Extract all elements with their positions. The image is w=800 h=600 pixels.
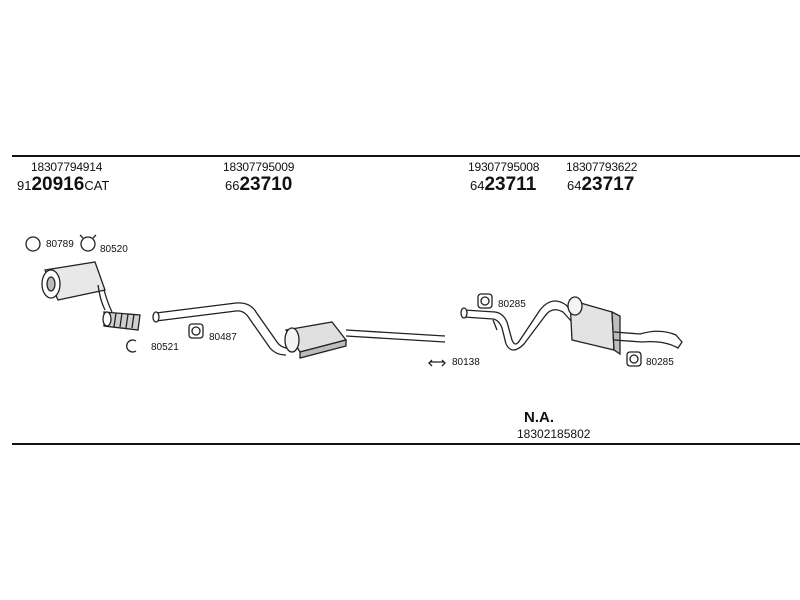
part-number-front-pipe: 6623710 xyxy=(225,174,292,196)
rubber-hanger-icon xyxy=(477,293,493,309)
pipe-clamp-icon xyxy=(79,234,97,252)
callout-clamp-top: 80520 xyxy=(100,244,128,255)
callout-clamp-bottom: 80521 xyxy=(151,342,179,353)
part-number-catalyst: 9120916CAT xyxy=(17,174,109,196)
not-available-label: N.A. xyxy=(524,409,554,426)
front-pipe-icon xyxy=(152,302,289,356)
bottom-divider xyxy=(12,443,800,445)
oem-number-rear-muffler: 18307793622 xyxy=(566,160,638,174)
not-available-oem-number: 18302185802 xyxy=(517,427,591,441)
part-suffix: CAT xyxy=(84,178,110,193)
callout-ring-clamp: 80789 xyxy=(46,239,74,250)
rubber-hanger-icon xyxy=(188,323,204,339)
part-number: 23710 xyxy=(239,174,293,195)
rear-muffler-icon xyxy=(567,296,683,356)
middle-pipe-icon xyxy=(460,300,577,351)
rubber-hanger-icon xyxy=(626,351,642,367)
part-prefix: 64 xyxy=(567,178,582,193)
part-prefix: 64 xyxy=(470,178,485,193)
part-number-middle-pipe: 6423711 xyxy=(470,174,536,196)
ring-clamp-icon xyxy=(25,236,41,252)
callout-hanger-front: 80487 xyxy=(209,332,237,343)
part-prefix: 66 xyxy=(225,178,240,193)
callout-hanger-rear-top: 80285 xyxy=(498,299,526,310)
part-number: 20916 xyxy=(31,174,85,195)
bracket-icon xyxy=(428,359,446,367)
catalytic-converter-icon xyxy=(41,261,113,313)
part-number: 23711 xyxy=(484,174,537,195)
part-number: 23717 xyxy=(581,174,635,195)
part-number-rear-muffler: 6423717 xyxy=(567,174,634,196)
center-muffler-icon xyxy=(284,321,348,359)
callout-bracket-mid: 80138 xyxy=(452,357,480,368)
oem-number-middle-pipe: 19307795008 xyxy=(468,160,540,174)
oem-number-front-pipe: 18307795009 xyxy=(223,160,295,174)
callout-hanger-rear-bottom: 80285 xyxy=(646,357,674,368)
u-clamp-icon xyxy=(126,339,137,353)
oem-number-catalyst: 18307794914 xyxy=(31,160,103,174)
part-prefix: 91 xyxy=(17,178,32,193)
flex-joint-icon xyxy=(102,311,141,331)
top-divider xyxy=(12,155,800,157)
